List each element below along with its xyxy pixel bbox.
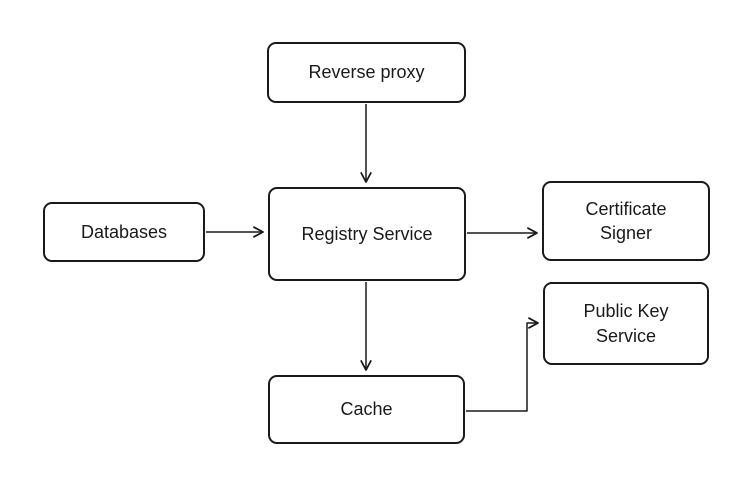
node-certificate-signer-label: Certificate Signer	[585, 198, 667, 243]
node-registry-service-label: Registry Service	[301, 223, 433, 244]
node-public-key-service-label: Public Key Service	[583, 301, 669, 346]
node-certificate-signer: Certificate Signer	[542, 181, 710, 261]
node-cache: Cache	[268, 375, 465, 444]
node-registry-service: Registry Service	[268, 187, 466, 281]
node-public-key-service: Public Key Service	[543, 282, 709, 365]
node-databases-label: Databases	[80, 221, 168, 242]
edge-cache-to-public-key-service	[466, 317, 539, 412]
node-cache-label: Cache	[340, 399, 393, 420]
node-reverse-proxy-label: Reverse proxy	[308, 62, 425, 83]
node-databases: Databases	[43, 202, 205, 262]
node-reverse-proxy: Reverse proxy	[267, 42, 466, 103]
